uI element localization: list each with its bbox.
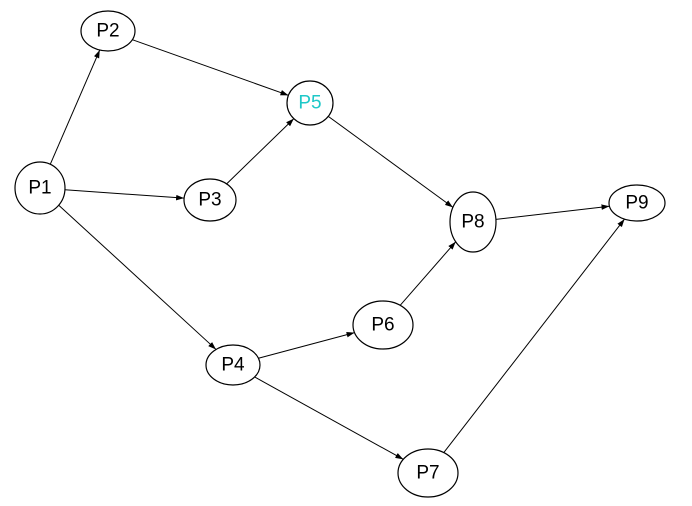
node-ellipse — [80, 10, 136, 52]
node-ellipse — [397, 448, 459, 498]
node-p2: P2 — [80, 10, 136, 52]
node-p1: P1 — [14, 161, 66, 215]
node-ellipse — [183, 178, 237, 222]
edge-p8-to-p9 — [495, 204, 610, 220]
node-ellipse — [286, 80, 334, 126]
edge-p2-to-p5 — [132, 39, 289, 96]
edge-p1-to-p2 — [49, 49, 101, 165]
node-p9: P9 — [608, 184, 666, 222]
edge-p4-to-p6 — [258, 331, 355, 359]
node-label: P8 — [461, 212, 484, 233]
node-ellipse — [608, 184, 666, 222]
node-label: P7 — [416, 463, 439, 484]
edge-p6-to-p8 — [399, 241, 457, 306]
node-label: P2 — [96, 21, 119, 42]
node-ellipse — [205, 344, 261, 386]
node-p7: P7 — [397, 448, 459, 498]
node-p8: P8 — [449, 191, 497, 253]
node-p3: P3 — [183, 178, 237, 222]
edges — [49, 39, 625, 460]
node-ellipse — [352, 300, 414, 350]
edge-p4-to-p7 — [254, 376, 404, 460]
node-label: P9 — [625, 193, 648, 214]
edge-p5-to-p8 — [327, 115, 454, 208]
node-label: P3 — [198, 190, 221, 211]
node-label: P1 — [28, 178, 51, 199]
node-label: P6 — [371, 315, 394, 336]
node-p6: P6 — [352, 300, 414, 350]
node-p4: P4 — [205, 344, 261, 386]
node-ellipse — [449, 191, 497, 253]
edge-p7-to-p9 — [443, 218, 625, 453]
node-label: P4 — [221, 355, 245, 376]
edge-p1-to-p3 — [64, 189, 185, 201]
edge-p1-to-p4 — [58, 204, 217, 350]
edge-p3-to-p5 — [226, 118, 295, 185]
node-p5: P5 — [286, 80, 334, 126]
node-label: P5 — [298, 93, 321, 114]
node-ellipse — [14, 161, 66, 215]
